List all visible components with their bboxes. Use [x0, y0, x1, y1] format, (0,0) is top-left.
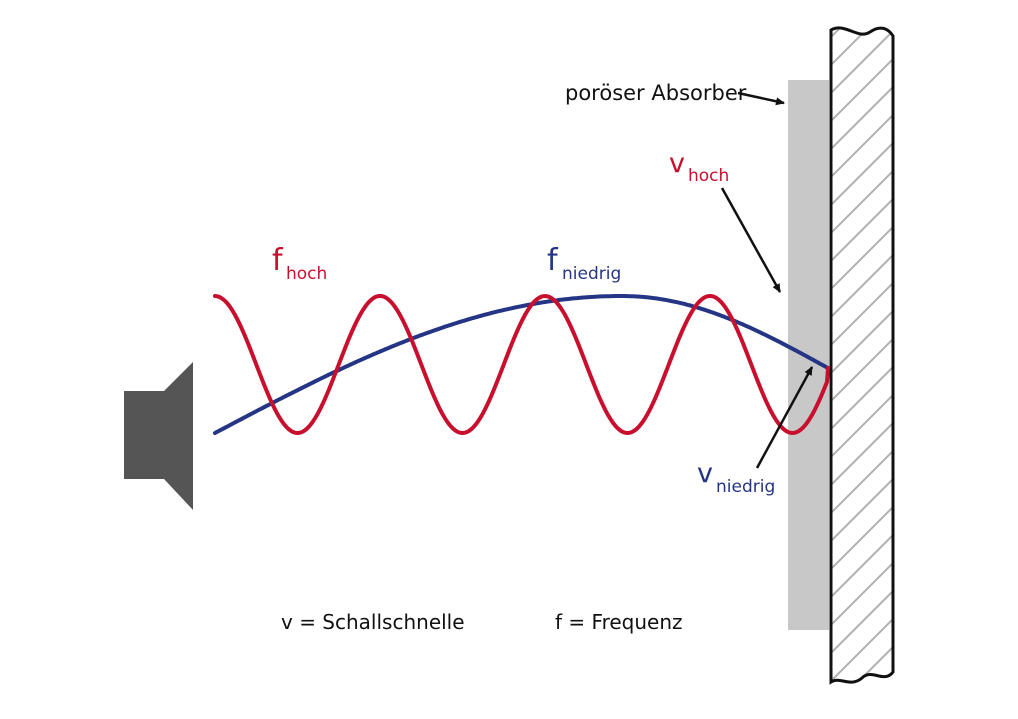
v-high-main: v	[669, 148, 685, 179]
wall	[829, 26, 895, 685]
high-frequency-wave	[213, 293, 830, 436]
f-high-label: f hoch	[272, 243, 327, 284]
legend-velocity: v = Schallschnelle	[281, 610, 465, 634]
absorber-label: poröser Absorber	[565, 81, 747, 105]
low-frequency-wave	[213, 294, 829, 435]
v-high-label: v hoch	[669, 148, 729, 186]
v-low-main: v	[697, 458, 713, 489]
v-high-arrow	[720, 187, 782, 293]
loudspeaker-icon	[124, 362, 193, 510]
v-low-sub: niedrig	[716, 477, 775, 497]
v-low-arrow	[755, 366, 814, 469]
legend-frequency: f = Frequenz	[555, 610, 683, 634]
f-low-main: f	[547, 243, 559, 278]
f-low-label: f niedrig	[547, 243, 621, 284]
v-low-label: v niedrig	[697, 458, 775, 497]
f-high-main: f	[272, 243, 284, 278]
f-high-sub: hoch	[286, 264, 327, 284]
absorber-arrow	[737, 91, 785, 106]
porous-absorber	[788, 80, 829, 630]
v-high-sub: hoch	[688, 166, 729, 186]
f-low-sub: niedrig	[562, 264, 621, 284]
